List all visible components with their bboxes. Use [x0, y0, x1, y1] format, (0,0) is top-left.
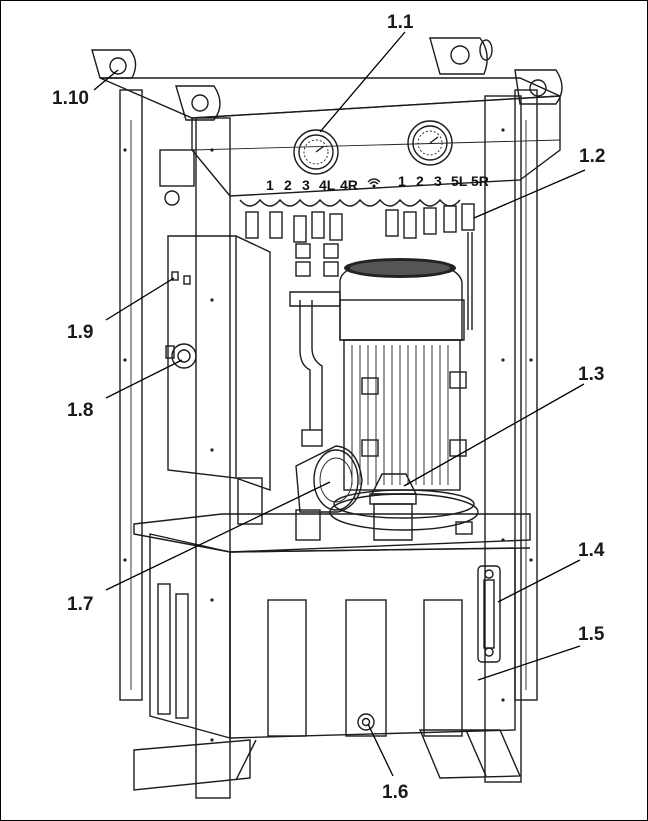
control-box	[165, 235, 271, 525]
lifting-eye-front-right	[514, 69, 563, 105]
top-plate	[91, 37, 563, 197]
leader-1-5	[477, 645, 581, 681]
leader-1-3	[403, 383, 585, 487]
port-label: 4R	[340, 177, 358, 193]
frame-back-uprights	[119, 89, 538, 701]
port-label: 2	[416, 173, 424, 189]
port-label: 1	[398, 173, 406, 189]
callout-1-5: 1.5	[578, 624, 605, 645]
callout-1-6: 1.6	[382, 782, 408, 803]
callout-1-2: 1.2	[579, 146, 605, 167]
drain-plug	[357, 713, 375, 731]
electric-motor	[329, 258, 479, 531]
leader-1-10	[93, 69, 119, 91]
pressure-gauge-left	[293, 129, 339, 175]
hydraulic-pipes	[289, 291, 341, 447]
port-labels: 1 2 3 4L 4R 1 2 3 5L 5R	[266, 173, 489, 193]
port-label: 5R	[471, 173, 489, 189]
lifting-eye-back-left	[91, 49, 137, 79]
pressure-gauge-right	[407, 120, 453, 166]
lifting-eye-back-right	[429, 37, 488, 75]
lifting-eye-front-left	[175, 85, 221, 121]
leader-1-6	[367, 723, 394, 777]
oil-level-gauge	[477, 565, 501, 663]
filler-breather	[369, 473, 473, 541]
callout-labels: 1.1 1.2 1.3 1.4 1.5 1.6 1.7 1.8 1.9 1.10	[52, 12, 605, 803]
callout-1-10: 1.10	[52, 88, 89, 109]
port-label: 3	[302, 177, 310, 193]
oil-tank	[149, 533, 516, 739]
callout-1-3: 1.3	[578, 364, 604, 385]
port-label: 4L	[319, 177, 336, 193]
frame-front-uprights	[123, 95, 533, 799]
callout-1-1: 1.1	[387, 12, 414, 33]
wifi-icon	[367, 178, 381, 188]
callout-1-8: 1.8	[67, 400, 93, 421]
leader-1-8	[105, 359, 183, 399]
leader-lines	[93, 31, 586, 777]
leader-1-2	[473, 169, 586, 219]
base-feet	[133, 729, 522, 791]
main-switch	[171, 343, 197, 369]
callout-1-4: 1.4	[578, 540, 605, 561]
port-label: 3	[434, 173, 442, 189]
port-label: 1	[266, 177, 274, 193]
callout-1-9: 1.9	[67, 322, 93, 343]
return-filter	[295, 445, 363, 541]
leader-1-1	[319, 31, 406, 133]
quick-couplings	[239, 198, 475, 330]
leader-1-4	[497, 559, 581, 603]
leader-1-7	[105, 481, 331, 591]
callout-1-7: 1.7	[67, 594, 93, 615]
leader-1-9	[105, 277, 175, 321]
port-label: 2	[284, 177, 292, 193]
port-label: 5L	[451, 173, 468, 189]
